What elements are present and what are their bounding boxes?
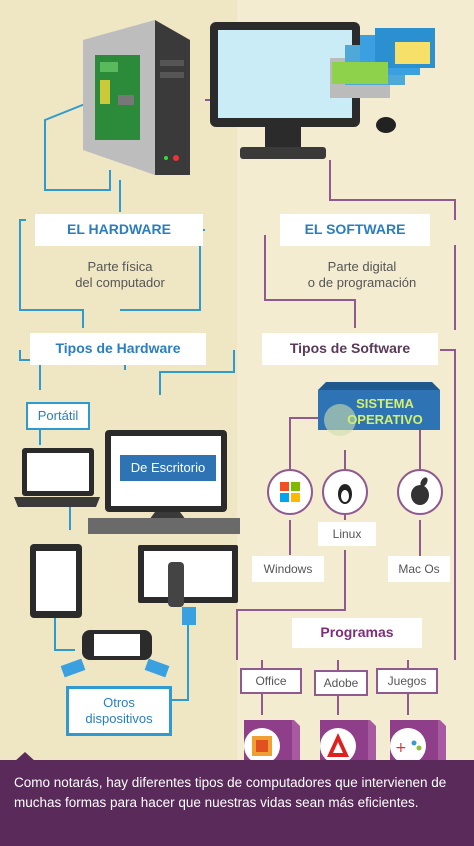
phone-illustration xyxy=(60,630,170,678)
windows-label: Windows xyxy=(252,556,324,582)
footer-note: Como notarás, hay diferentes tipos de co… xyxy=(0,760,474,846)
portatil-label: Portátil xyxy=(26,402,90,430)
escritorio-label: De Escritorio xyxy=(118,453,218,483)
program-boxes: + xyxy=(244,720,446,770)
software-description: Parte digital o de programación xyxy=(307,258,417,290)
hardware-description: Parte física del computador xyxy=(75,258,165,290)
laptop-illustration xyxy=(14,448,100,507)
macos-label: Mac Os xyxy=(388,556,450,582)
linux-label: Linux xyxy=(318,522,376,546)
tv-illustration xyxy=(138,545,238,625)
tablet-illustration xyxy=(30,544,82,618)
adobe-label: Adobe xyxy=(314,670,368,696)
software-types-title: Tipos de Software xyxy=(262,333,438,365)
hardware-types-title: Tipos de Hardware xyxy=(30,333,206,365)
office-label: Office xyxy=(240,668,302,694)
os-title: SISTEMA OPERATIVO xyxy=(347,395,423,427)
tower-pc-illustration xyxy=(83,20,190,175)
hardware-title: EL HARDWARE xyxy=(35,214,203,246)
software-title: EL SOFTWARE xyxy=(280,214,430,246)
juegos-label: Juegos xyxy=(376,668,438,694)
footer-pointer xyxy=(14,752,36,762)
os-icons xyxy=(267,469,443,515)
footer-text: Como notarás, hay diferentes tipos de co… xyxy=(14,775,447,810)
programs-title: Programas xyxy=(292,618,422,648)
monitor-illustration xyxy=(210,22,435,159)
otros-dispositivos-label: Otros dispositivos xyxy=(66,686,172,736)
svg-text:+: + xyxy=(395,740,407,756)
